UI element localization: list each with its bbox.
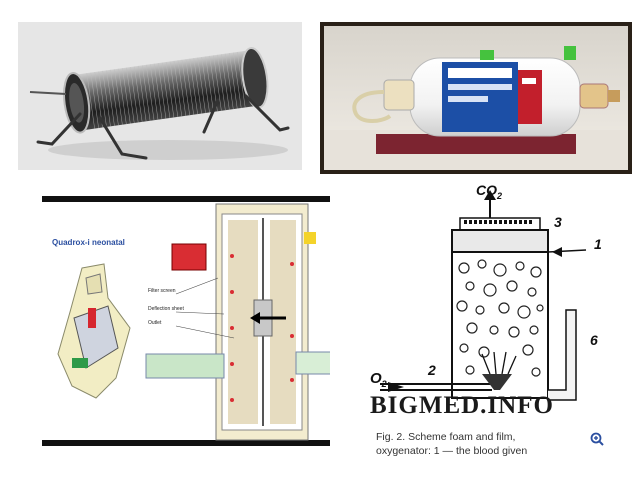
diagram-foam-film-oxygenator: CO2 3 1 6 2 O2 BIGMED.INFO Fig. 2. Schem… [364,178,618,460]
figure-caption: Fig. 2. Scheme foam and film, oxygenator… [376,430,612,458]
zoom-in-icon[interactable] [590,432,604,446]
label-2: 2 [428,362,436,378]
label-3: 3 [554,214,562,230]
divider-top [42,196,330,202]
label-co2: CO2 [476,182,503,201]
diagram-title: Quadrox-i neonatal [52,238,125,247]
foam-film-scheme-illustration [380,190,587,401]
photo-membrane-oxygenator [320,22,632,174]
caption-line-2: oxygenator: 1 — the blood given [376,445,528,457]
photo-coil-oxygenator [18,22,302,170]
watermark-text: BIGMED.INFO [370,392,554,419]
callout-filter-screen: Filter screen [148,288,176,294]
caption-line-1: Fig. 2. Scheme foam and film, [376,431,516,443]
diagram-quadrox-neonatal: Quadrox-i neonatal [42,196,330,448]
label-o2: O2 [370,370,387,389]
label-1: 1 [594,236,602,252]
coil-oxygenator-illustration [18,22,302,170]
callout-deflection-sheet: Deflection sheet [148,306,184,312]
callout-outlet: Outlet [148,320,162,326]
quadrox-illustration [57,203,330,441]
membrane-oxygenator-illustration [324,26,628,170]
label-6: 6 [590,332,598,348]
divider-bottom [42,440,330,446]
